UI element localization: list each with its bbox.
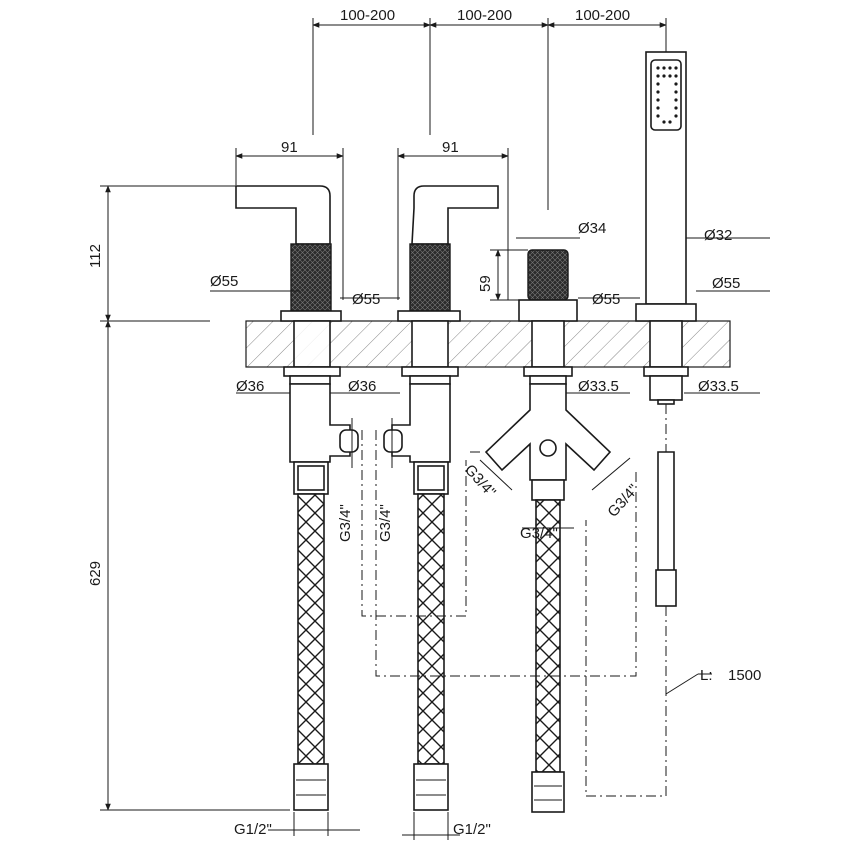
knob-height-dimension: 59 [477,249,528,301]
dia-32-label: Ø32 [704,227,732,244]
dia-55-c-label: Ø55 [592,291,620,308]
diverter-valve [484,249,612,813]
hose-length-prefix: L: [700,667,713,684]
lever-width-left-label: 91 [281,139,298,156]
dia-33-5-b-label: Ø33.5 [698,378,739,395]
height-above-deck-label: 112 [87,244,104,268]
spacing-label-3: 100-200 [575,7,630,24]
height-below-deck-label: 629 [87,561,104,586]
thread-g34-4-label: G3/4" [520,525,558,542]
dia-33-5-a-label: Ø33.5 [578,378,619,395]
left-valve [235,185,359,811]
dia-36-b-label: Ø36 [348,378,376,395]
dia-34-label: Ø34 [578,220,606,237]
hand-shower [585,51,697,797]
dia-36-a-label: Ø36 [236,378,264,395]
thread-g12-1-label: G1/2" [234,821,272,838]
thread-g34-5-label: G3/4" [604,481,642,521]
hose-length-callout: L: 1500 [665,667,761,695]
thread-g34-2-label: G3/4" [377,504,394,542]
thread-g34-3-label: G3/4" [461,461,499,501]
knob-height-label: 59 [477,275,494,292]
dia-55-b-label: Ø55 [352,291,380,308]
height-dimensions: 112 629 [87,185,300,811]
spacing-dimensions: 100-200 100-200 100-200 [312,7,667,210]
thread-g12-2-label: G1/2" [453,821,491,838]
connection-paths [361,430,637,677]
hose-length-value: 1500 [728,667,761,684]
dia-55-a-label: Ø55 [210,273,238,290]
spacing-label-2: 100-200 [457,7,512,24]
dia-55-d-label: Ø55 [712,275,740,292]
lever-width-right-label: 91 [442,139,459,156]
lever-width-dimensions: 91 91 [235,139,509,300]
diameter-callouts: Ø34 Ø32 Ø55 Ø55 Ø55 Ø55 Ø36 Ø36 Ø33.5 Ø3… [210,220,770,395]
middle-valve [383,185,499,811]
thread-g34-1-label: G3/4" [337,504,354,542]
spacing-label-1: 100-200 [340,7,395,24]
